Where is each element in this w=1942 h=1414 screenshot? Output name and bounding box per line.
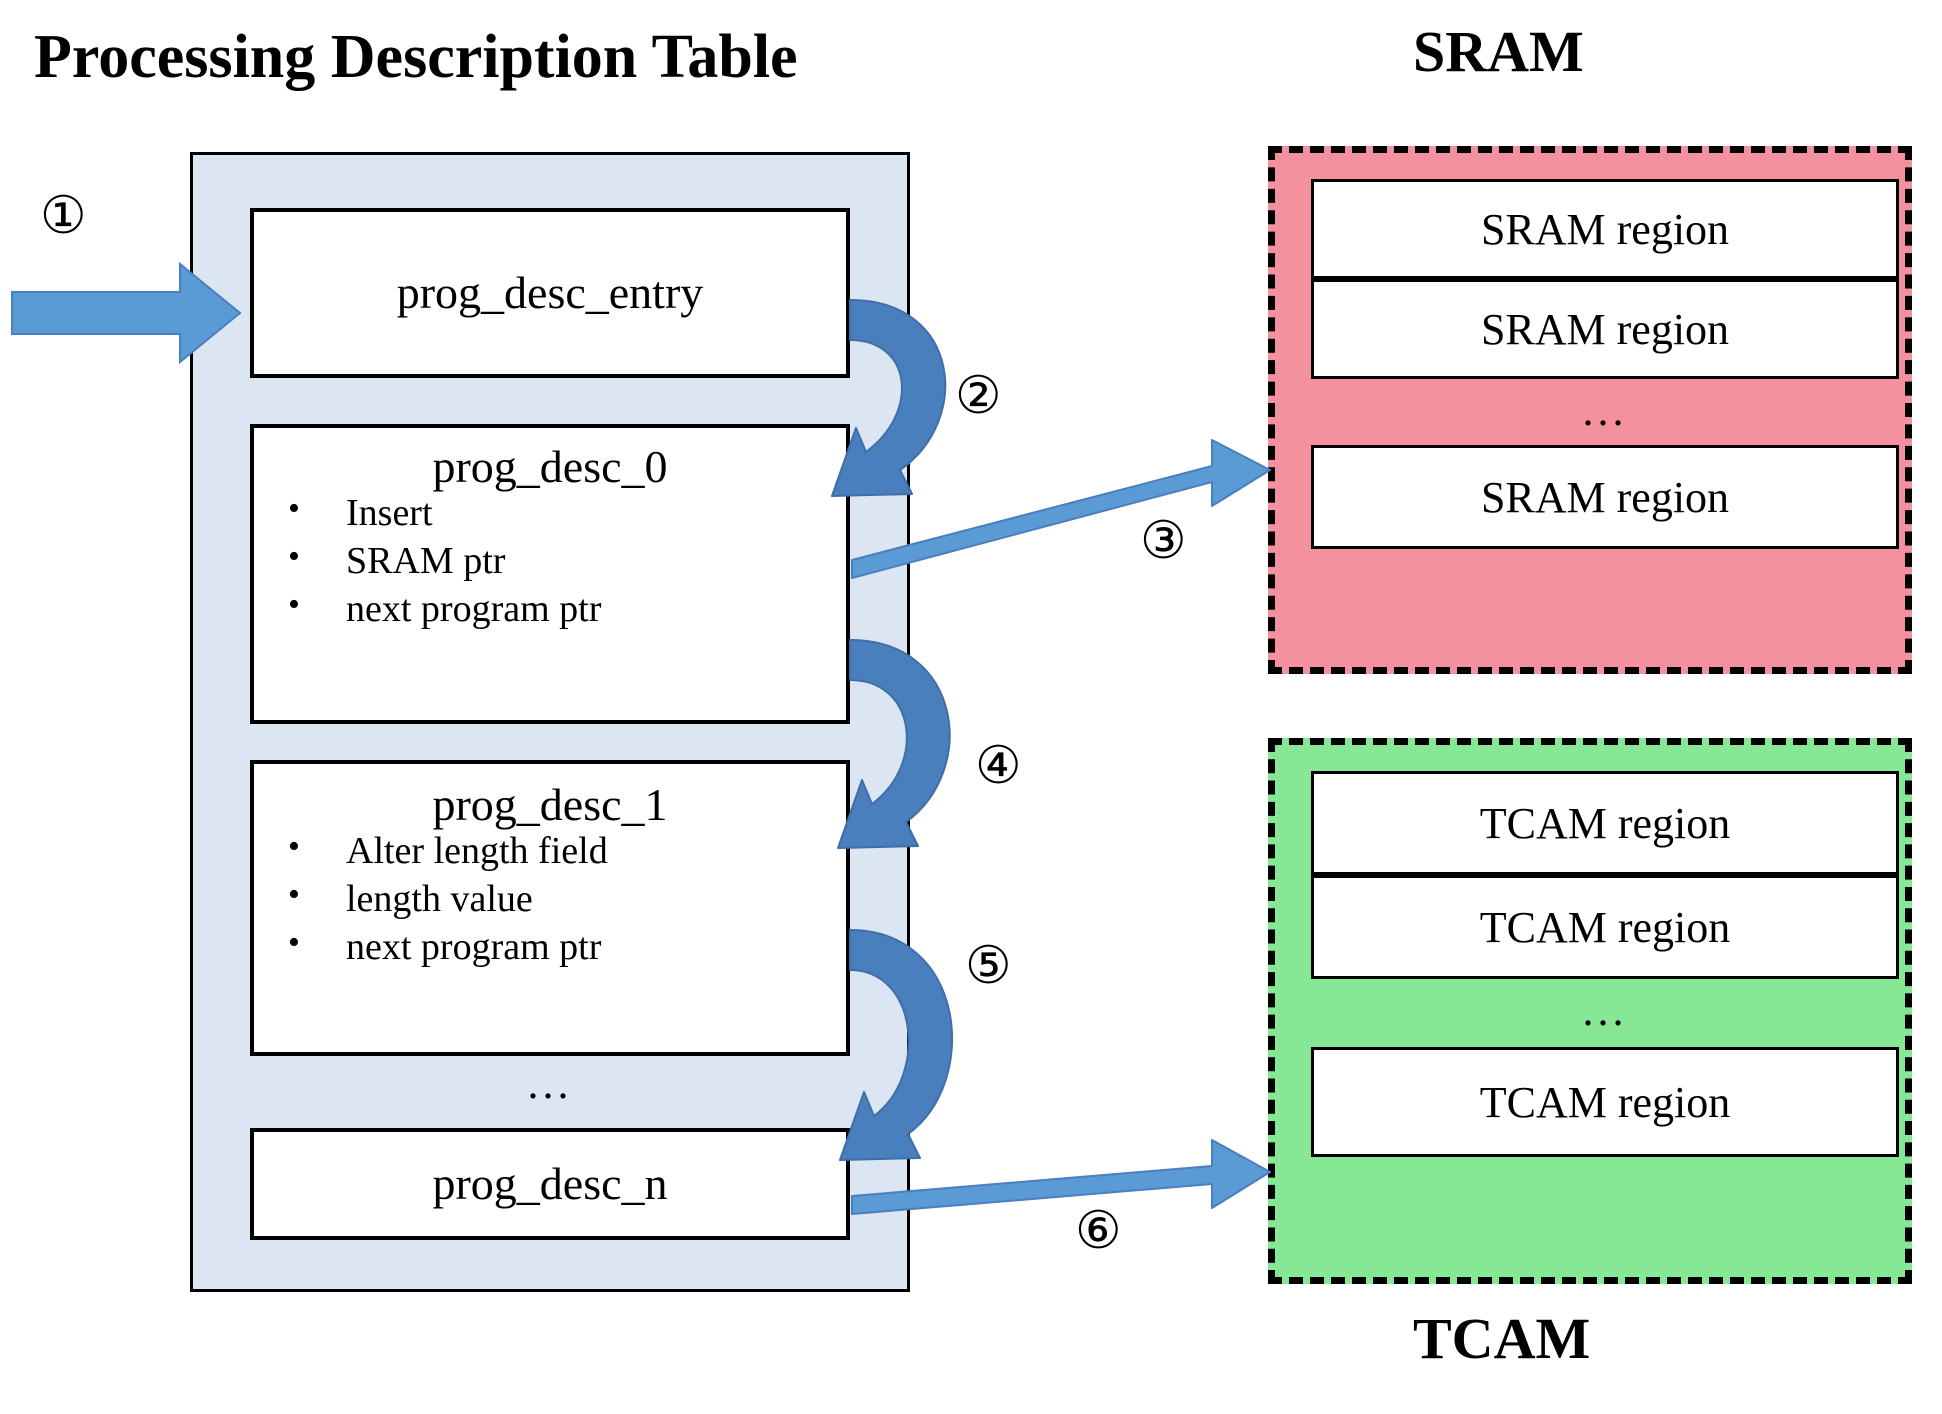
sram-panel: SRAM region SRAM region ... SRAM region [1268, 146, 1912, 674]
step-marker-2: ② [955, 366, 1002, 426]
tcam-region-1[interactable]: TCAM region [1311, 875, 1899, 979]
prog-desc-ellipsis: ... [527, 1059, 573, 1108]
sram-region-2[interactable]: SRAM region [1311, 445, 1899, 549]
step-marker-4: ④ [975, 736, 1022, 796]
arrow-3-desc0-to-sram [851, 439, 1271, 579]
step-marker-5: ⑤ [965, 936, 1012, 996]
tcam-ellipsis: ... [1582, 986, 1628, 1035]
prog-desc-entry-box[interactable]: prog_desc_entry [250, 208, 850, 378]
step-marker-6: ⑥ [1075, 1201, 1122, 1261]
tcam-panel: TCAM region TCAM region ... TCAM region [1268, 738, 1912, 1284]
prog-desc-0-box[interactable]: prog_desc_0 Insert SRAM ptr next program… [250, 424, 850, 724]
prog-desc-0-bullet-list: Insert SRAM ptr next program ptr [254, 488, 846, 634]
list-item: length value [254, 874, 846, 924]
prog-desc-1-bullet-list: Alter length field length value next pro… [254, 826, 846, 972]
list-item: Alter length field [254, 826, 846, 876]
prog-desc-1-title: prog_desc_1 [432, 779, 668, 830]
step-marker-3: ③ [1140, 511, 1187, 571]
sram-region-stack: SRAM region SRAM region ... SRAM region [1293, 165, 1899, 655]
sram-ellipsis: ... [1582, 386, 1628, 435]
step-marker-1: ① [40, 186, 87, 246]
prog-desc-n-title: prog_desc_n [432, 1158, 668, 1209]
prog-desc-1-box[interactable]: prog_desc_1 Alter length field length va… [250, 760, 850, 1056]
list-item: next program ptr [254, 922, 846, 972]
prog-desc-0-title: prog_desc_0 [432, 441, 668, 492]
prog-desc-entry-title: prog_desc_entry [396, 267, 704, 318]
tcam-region-0[interactable]: TCAM region [1311, 771, 1899, 875]
page-title-processing-description-table: Processing Description Table [34, 23, 798, 91]
tcam-region-stack: TCAM region TCAM region ... TCAM region [1293, 757, 1899, 1265]
sram-region-0[interactable]: SRAM region [1311, 179, 1899, 279]
page-title-sram: SRAM [1413, 19, 1584, 84]
arrow-6-descn-to-tcam [851, 1139, 1271, 1215]
sram-region-1[interactable]: SRAM region [1311, 279, 1899, 379]
page-title-tcam: TCAM [1413, 1306, 1591, 1371]
tcam-region-2[interactable]: TCAM region [1311, 1047, 1899, 1157]
list-item: next program ptr [254, 584, 846, 634]
list-item: Insert [254, 488, 846, 538]
prog-desc-n-box[interactable]: prog_desc_n [250, 1128, 850, 1240]
list-item: SRAM ptr [254, 536, 846, 586]
